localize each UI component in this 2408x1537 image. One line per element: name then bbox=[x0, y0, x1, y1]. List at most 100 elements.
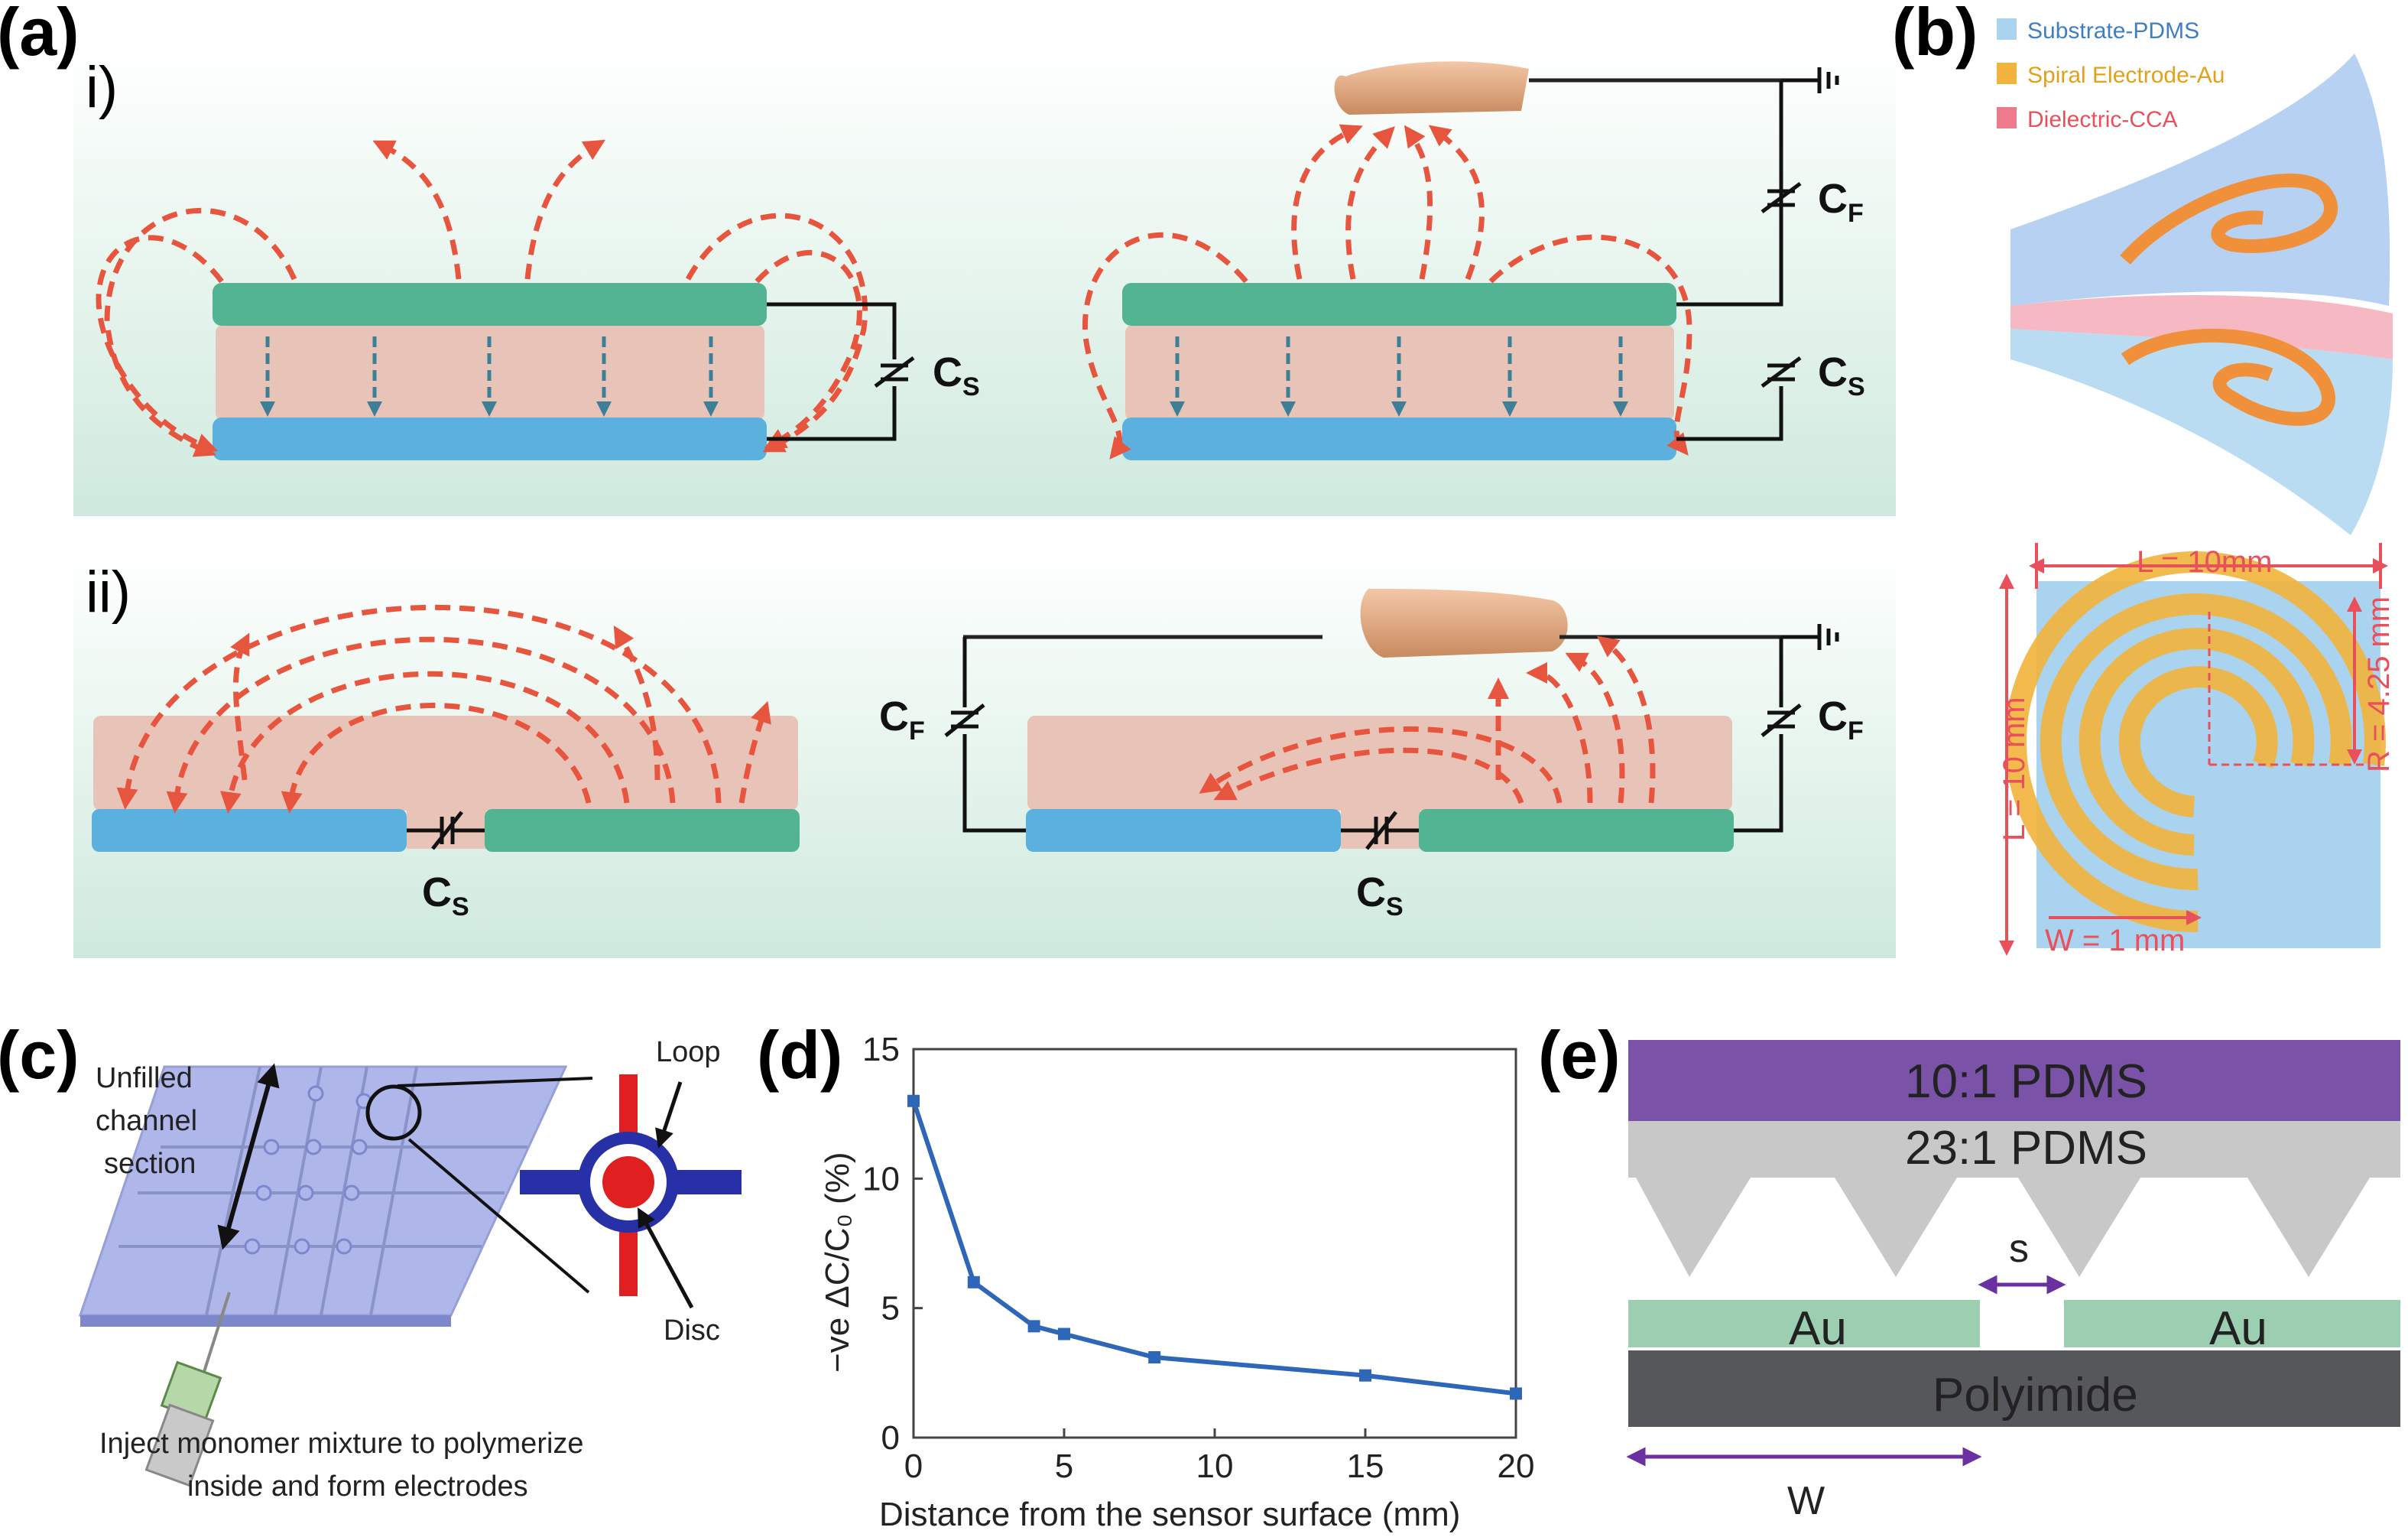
pdms-23-1-layer bbox=[1628, 1121, 2400, 1277]
y-tick-label: 5 bbox=[881, 1290, 900, 1327]
capacitor-cs-circuit bbox=[767, 302, 915, 441]
polyimide-substrate bbox=[1628, 1350, 2400, 1427]
device-edge bbox=[80, 1315, 451, 1327]
caption-line-2: inside and form electrodes bbox=[187, 1470, 528, 1503]
width-label: W bbox=[1787, 1479, 1825, 1523]
unfilled-label-2: channel bbox=[96, 1105, 197, 1137]
electrode-crossing-detail bbox=[520, 1074, 742, 1309]
cs-label: CS bbox=[422, 869, 469, 921]
x-tick-label: 15 bbox=[1347, 1448, 1384, 1485]
capacitor-circuit bbox=[944, 624, 1839, 850]
y-tick-label: 0 bbox=[881, 1419, 900, 1457]
au-right-label: Au bbox=[2209, 1302, 2267, 1355]
spiral-electrode bbox=[2004, 551, 2386, 933]
row-i-parallel-plate-sensor: CS bbox=[96, 139, 980, 460]
internal-field-arrows bbox=[260, 336, 719, 417]
unfilled-arrow bbox=[217, 1063, 280, 1250]
data-point bbox=[907, 1094, 920, 1107]
row-ii-label: ii) bbox=[86, 560, 131, 625]
data-point bbox=[1148, 1351, 1161, 1364]
dielectric-layer bbox=[93, 716, 798, 811]
left-electrode bbox=[1026, 809, 1341, 852]
capacitor-circuit bbox=[1676, 67, 1839, 441]
legend-text-cca: Dielectric-CCA bbox=[2027, 107, 2178, 132]
x-tick-label: 5 bbox=[1055, 1448, 1073, 1485]
data-point bbox=[1027, 1320, 1040, 1333]
disc-label: Disc bbox=[664, 1314, 720, 1347]
legend: Substrate-PDMS Spiral Electrode-Au Diele… bbox=[1997, 18, 2225, 132]
plot-frame bbox=[912, 1048, 1517, 1439]
legend-swatch-au bbox=[1997, 63, 2017, 84]
right-electrode bbox=[485, 809, 800, 852]
bottom-electrode bbox=[213, 418, 767, 460]
row-ii-coplanar-sensor: CS bbox=[92, 604, 800, 921]
pdms-23-1-label: 23:1 PDMS bbox=[1905, 1122, 2147, 1175]
unfilled-label-3: section bbox=[104, 1148, 196, 1180]
y-tick-label: 10 bbox=[862, 1160, 900, 1197]
x-tick-label: 20 bbox=[1498, 1448, 1535, 1485]
dim-left-label: L = 10 mm bbox=[1997, 697, 2031, 841]
left-electrode bbox=[92, 809, 407, 852]
caption-line-1: Inject monomer mixture to polymerize bbox=[99, 1428, 584, 1460]
top-electrode bbox=[213, 283, 767, 326]
cs-label: CS bbox=[1818, 349, 1865, 401]
fringing-field-lines bbox=[1082, 124, 1692, 460]
panel-b: (b) Substrate-PDMS Spiral Electrode-Au D… bbox=[1892, 0, 2396, 957]
x-tick-label: 10 bbox=[1196, 1448, 1234, 1485]
data-point bbox=[967, 1275, 980, 1288]
legend-text-pdms: Substrate-PDMS bbox=[2027, 18, 2199, 44]
polyimide-label: Polyimide bbox=[1933, 1369, 2138, 1422]
bottom-electrode bbox=[1122, 418, 1676, 460]
legend-text-au: Spiral Electrode-Au bbox=[2027, 63, 2225, 88]
row-i-parallel-plate-sensor-touched: CF CS bbox=[1082, 61, 1865, 460]
top-substrate-layer bbox=[2010, 54, 2390, 306]
internal-field-arrows bbox=[1170, 336, 1628, 417]
syringe bbox=[144, 1292, 231, 1487]
dim-top-label: L = 10mm bbox=[2137, 545, 2272, 579]
fringing-field-lines bbox=[96, 139, 868, 457]
x-tick-label: 0 bbox=[904, 1448, 923, 1485]
legend-swatch-pdms bbox=[1997, 18, 2017, 40]
cs-label: CS bbox=[1356, 869, 1404, 921]
fringing-field-lines bbox=[116, 604, 771, 814]
zoom-circle bbox=[365, 1084, 422, 1141]
data-point bbox=[1510, 1387, 1522, 1400]
spiral-top-view: L = 10mm L = 10 mm R = 4.25 mm W = 1 mm bbox=[1997, 543, 2396, 957]
panel-e-label: (e) bbox=[1538, 1017, 1621, 1093]
dielectric-layer bbox=[2010, 295, 2393, 359]
row-i-label: i) bbox=[86, 55, 118, 120]
exploded-layer-view bbox=[2010, 54, 2393, 535]
legend-swatch-cca bbox=[1997, 107, 2017, 128]
panel-c: (c) bbox=[0, 1017, 742, 1503]
au-left-label: Au bbox=[1789, 1302, 1847, 1355]
pdms-10-1-layer bbox=[1628, 1040, 2400, 1121]
bottom-substrate-layer bbox=[2010, 329, 2393, 535]
cf-label-right: CF bbox=[1818, 694, 1864, 746]
panel-e: (e) 10:1 PDMS 23:1 PDMS Au Au Polyimide … bbox=[1538, 1017, 2400, 1523]
dim-radius-label: R = 4.25 mm bbox=[2362, 596, 2396, 772]
data-point bbox=[1359, 1369, 1371, 1382]
fringing-field-lines bbox=[1199, 635, 1656, 804]
panel-b-label: (b) bbox=[1892, 0, 1978, 70]
series bbox=[907, 1094, 1522, 1400]
pdms-10-1-label: 10:1 PDMS bbox=[1905, 1055, 2147, 1108]
panel-a-label: (a) bbox=[0, 0, 80, 70]
unfilled-label-1: Unfilled bbox=[96, 1062, 193, 1094]
cf-label-left: CF bbox=[879, 694, 925, 746]
panel-c-label: (c) bbox=[0, 1017, 80, 1093]
au-electrode-left bbox=[1628, 1300, 1980, 1347]
panel-d-label: (d) bbox=[757, 1017, 842, 1093]
cf-label: CF bbox=[1818, 176, 1864, 228]
right-electrode bbox=[1419, 809, 1734, 852]
bottom-spiral bbox=[2121, 328, 2335, 426]
panel-a: (a) i) ii) bbox=[0, 0, 1896, 958]
device-slab bbox=[78, 1065, 568, 1317]
gap-label: s bbox=[2009, 1227, 2029, 1271]
capacitor-cs-symbol bbox=[407, 811, 485, 850]
dim-width-label: W = 1 mm bbox=[2045, 924, 2185, 957]
row-ii-coplanar-sensor-touched: CS CF CF bbox=[879, 589, 1864, 921]
